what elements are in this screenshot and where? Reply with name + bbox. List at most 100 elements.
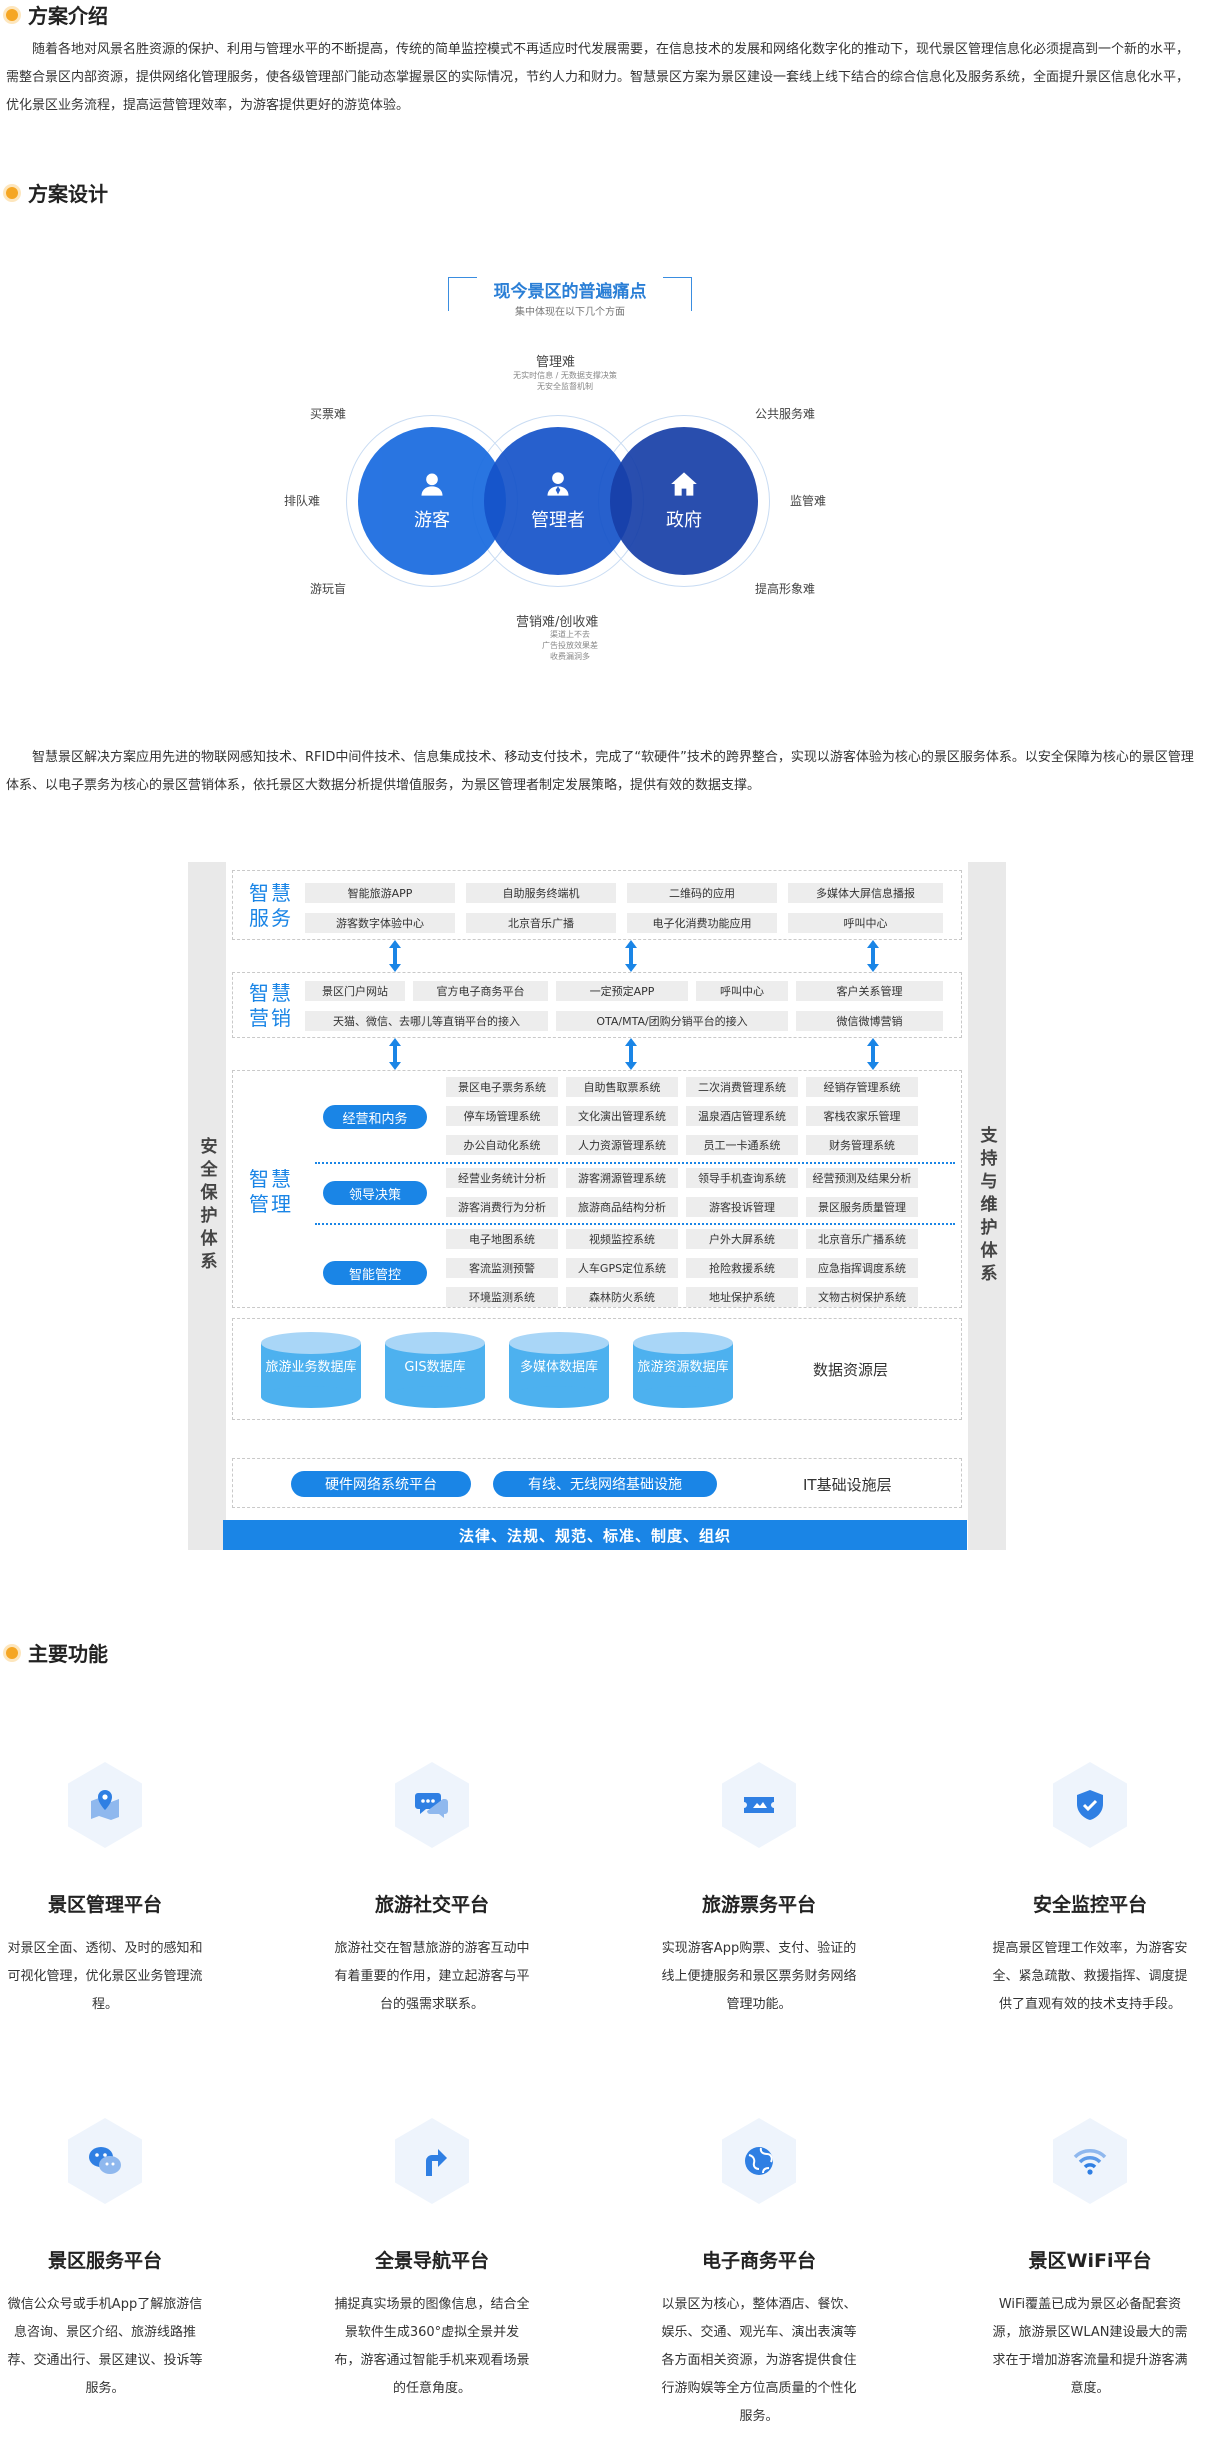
layer-label: 数据资源层 (813, 1361, 889, 1379)
pain-title: 现今景区的普遍痛点 (493, 282, 647, 302)
section-header-intro: 方案介绍 (6, 0, 108, 29)
feature-hex (1047, 1762, 1133, 1848)
group-divider (315, 1223, 955, 1225)
law-banner: 法律、法规、规范、标准、制度、组织 (223, 1520, 967, 1550)
left-side-bar: 安全保护体系 (188, 862, 226, 1550)
arch-cell: 游客消费行为分析 (446, 1197, 558, 1217)
arch-cell: 微信微博营销 (796, 1011, 943, 1031)
arch-cell: 领导手机查询系统 (686, 1168, 798, 1188)
manager-icon (547, 472, 569, 496)
left-label-1: 买票难 (310, 407, 347, 421)
side-label: 安全保护体系 (196, 1137, 217, 1275)
arch-cell: 客栈农家乐管理 (806, 1106, 918, 1126)
zone-label: 智慧管理 (249, 1167, 293, 1216)
circle-manager: 管理者 (484, 427, 632, 575)
double-arrow-icon (389, 940, 401, 972)
arch-cell: 应急指挥调度系统 (806, 1258, 918, 1278)
design-paragraph: 智慧景区解决方案应用先进的物联网感知技术、RFID中间件技术、信息集成技术、移动… (6, 750, 1194, 793)
arch-cell: 游客溯源管理系统 (566, 1168, 678, 1188)
feature-title: 景区管理平台 (47, 1894, 162, 1916)
db-label: GIS数据库 (404, 1360, 466, 1375)
zone-label: 智慧营销 (249, 981, 293, 1030)
bottom-label: 营销难/创收难 (516, 615, 599, 630)
arch-cell: 抢险救援系统 (686, 1258, 798, 1278)
intro-paragraph: 随着各地对风景名胜资源的保护、利用与管理水平的不断提高，传统的简单监控模式不再适… (6, 42, 1190, 113)
feature-card: 景区服务平台 微信公众号或手机App了解旅游信息咨询、景区介绍、旅游线路推荐、交… (0, 2118, 210, 2403)
feature-title: 旅游社交平台 (374, 1894, 489, 1916)
infra-pill: 硬件网络系统平台 (291, 1471, 471, 1497)
right-label-1: 公共服务难 (755, 407, 816, 421)
feature-card: 电子商务平台 以景区为核心，整体酒店、餐饮、娱乐、交通、观光车、演出表演等各方面… (654, 2118, 864, 2431)
feature-title: 电子商务平台 (701, 2250, 816, 2272)
arch-cell: 员工一卡通系统 (686, 1135, 798, 1155)
feature-title: 景区服务平台 (47, 2250, 162, 2272)
bullet-icon (6, 1646, 18, 1659)
feature-desc: 以景区为核心，整体酒店、餐饮、娱乐、交通、观光车、演出表演等各方面相关资源，为游… (661, 2297, 857, 2424)
feature-desc: 实现游客App购票、支付、验证的线上便捷服务和景区票务财务网络管理功能。 (661, 1941, 857, 2012)
db-label: 多媒体数据库 (519, 1360, 598, 1375)
wechat-icon (89, 2147, 121, 2174)
double-arrow-icon (867, 940, 879, 972)
feature-desc: WiFi覆盖已成为景区必备配套资源，旅游景区WLAN建设最大的需求在于增加游客流… (992, 2297, 1188, 2396)
database-icon: 多媒体数据库 (509, 1332, 609, 1408)
arch-cell: 旅游商品结构分析 (566, 1197, 678, 1217)
top-label: 管理难 (536, 355, 576, 370)
section-title: 方案设计 (28, 182, 108, 206)
circle-label: 游客 (414, 510, 450, 531)
section-title: 方案介绍 (28, 4, 108, 28)
top-note-2: 无安全监督机制 (537, 382, 593, 391)
bottom-note-2: 广告投放效果差 (542, 641, 598, 650)
feature-title: 景区WiFi平台 (1028, 2250, 1152, 2272)
title-frame (448, 277, 692, 311)
feature-desc: 对景区全面、透彻、及时的感知和可视化管理，优化景区业务管理流程。 (7, 1941, 203, 2012)
double-arrow-icon (625, 940, 637, 972)
arch-cell: 文化演出管理系统 (566, 1106, 678, 1126)
arch-cell: 电子化消费功能应用 (627, 913, 777, 933)
double-arrow-icon (625, 1038, 637, 1070)
arch-cell: 多媒体大屏信息播报 (788, 883, 943, 903)
globe-icon (745, 2147, 773, 2175)
arch-cell: 北京音乐广播 (466, 913, 616, 933)
feature-hex (62, 1762, 148, 1848)
arch-cell: 自助售取票系统 (566, 1077, 678, 1097)
arch-cell: 人车GPS定位系统 (566, 1258, 678, 1278)
arch-cell: 视频监控系统 (566, 1229, 678, 1249)
feature-card: 安全监控平台 提高景区管理工作效率，为游客安全、紧急疏散、救援指挥、调度提供了直… (985, 1762, 1195, 2019)
arch-cell: 经营预测及结果分析 (806, 1168, 918, 1188)
architecture-diagram: 安全保护体系 支持与维护体系 智慧服务 智能旅游APP 自助服务终端机 二维码的… (188, 862, 1006, 1550)
infra-pill: 有线、无线网络基础设施 (493, 1471, 717, 1497)
layer-service: 智慧服务 智能旅游APP 自助服务终端机 二维码的应用 多媒体大屏信息播报 游客… (232, 870, 962, 940)
section-header-design: 方案设计 (6, 178, 108, 207)
left-label-3: 游玩盲 (310, 582, 347, 596)
turn-arrow-icon (426, 2149, 447, 2176)
feature-card: 旅游社交平台 旅游社交在智慧旅游的游客互动中有着重要的作用，建立起游客与平台的强… (327, 1762, 537, 2019)
feature-title: 旅游票务平台 (701, 1894, 816, 1916)
arch-cell: 智能旅游APP (305, 883, 455, 903)
double-arrow-icon (867, 1038, 879, 1070)
layer-label: IT基础设施层 (803, 1476, 892, 1494)
bullet-icon (6, 8, 18, 21)
bottom-note-1: 渠道上不去 (550, 630, 590, 639)
arch-cell: 游客数字体验中心 (305, 913, 455, 933)
double-arrow-icon (389, 1038, 401, 1070)
ticket-icon (744, 1797, 774, 1813)
group-pill: 领导决策 (323, 1181, 427, 1205)
arch-cell: 二维码的应用 (627, 883, 777, 903)
pain-subtitle: 集中体现在以下几个方面 (515, 307, 625, 318)
feature-desc: 旅游社交在智慧旅游的游客互动中有着重要的作用，建立起游客与平台的强需求联系。 (334, 1941, 530, 2012)
arch-cell: 户外大屏系统 (686, 1229, 798, 1249)
feature-hex (716, 2118, 802, 2204)
bottom-note-3: 收费漏洞多 (550, 652, 590, 661)
top-note-1: 无实时信息 / 无数据支撑决策 (513, 371, 617, 380)
arch-cell: 温泉酒店管理系统 (686, 1106, 798, 1126)
circle-government: 政府 (610, 427, 758, 575)
database-icon: GIS数据库 (385, 1332, 485, 1408)
right-side-bar: 支持与维护体系 (968, 862, 1006, 1550)
feature-title: 全景导航平台 (374, 2250, 489, 2272)
layer-data: 旅游业务数据库 GIS数据库 多媒体数据库 旅游资源数据库 数据资源层 (232, 1318, 962, 1420)
arch-cell: 景区门户网站 (305, 981, 405, 1001)
database-icon: 旅游资源数据库 (633, 1332, 733, 1408)
group-pill: 智能管控 (323, 1261, 427, 1285)
wifi-icon (1073, 2149, 1107, 2175)
arch-cell: 北京音乐广播系统 (806, 1229, 918, 1249)
